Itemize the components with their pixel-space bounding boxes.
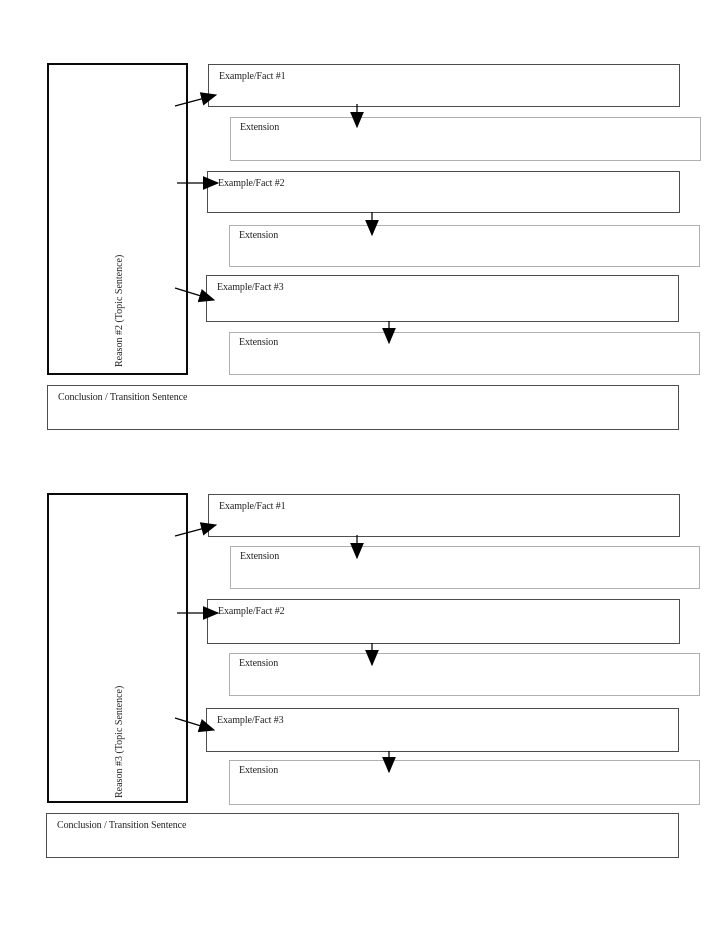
s2-example-fact-1-box: Example/Fact #1	[208, 494, 680, 537]
s1-extension-3-label: Extension	[239, 337, 279, 348]
s1-example-fact-1-box: Example/Fact #1	[208, 64, 680, 107]
s2-conclusion-box: Conclusion / Transition Sentence	[46, 813, 679, 858]
s2-conclusion-label: Conclusion / Transition Sentence	[57, 820, 187, 831]
reason-3-box	[47, 493, 188, 803]
s1-extension-2-label: Extension	[239, 230, 279, 241]
s1-example-fact-1-label: Example/Fact #1	[219, 71, 286, 82]
s1-example-fact-2-box: Example/Fact #2	[207, 171, 680, 213]
s2-extension-3-box: Extension	[229, 760, 700, 805]
s2-extension-2-label: Extension	[239, 658, 279, 669]
s2-extension-1-box: Extension	[230, 546, 700, 589]
s1-example-fact-2-label: Example/Fact #2	[218, 178, 285, 189]
s2-extension-1-label: Extension	[240, 551, 280, 562]
s1-example-fact-3-box: Example/Fact #3	[206, 275, 679, 322]
s2-example-fact-3-box: Example/Fact #3	[206, 708, 679, 752]
s1-conclusion-box: Conclusion / Transition Sentence	[47, 385, 679, 430]
s1-conclusion-label: Conclusion / Transition Sentence	[58, 392, 188, 403]
s1-extension-1-box: Extension	[230, 117, 701, 161]
s1-extension-3-box: Extension	[229, 332, 700, 375]
s2-example-fact-2-box: Example/Fact #2	[207, 599, 680, 644]
reason-3-label: Reason #3 (Topic Sentence)	[114, 685, 125, 798]
s2-example-fact-2-label: Example/Fact #2	[218, 606, 285, 617]
reason-2-box	[47, 63, 188, 375]
s2-example-fact-3-label: Example/Fact #3	[217, 715, 284, 726]
s2-example-fact-1-label: Example/Fact #1	[219, 501, 286, 512]
s2-extension-3-label: Extension	[239, 765, 279, 776]
s1-extension-1-label: Extension	[240, 122, 280, 133]
reason-2-label: Reason #2 (Topic Sentence)	[114, 254, 125, 367]
s2-extension-2-box: Extension	[229, 653, 700, 696]
s1-extension-2-box: Extension	[229, 225, 700, 267]
s1-example-fact-3-label: Example/Fact #3	[217, 282, 284, 293]
